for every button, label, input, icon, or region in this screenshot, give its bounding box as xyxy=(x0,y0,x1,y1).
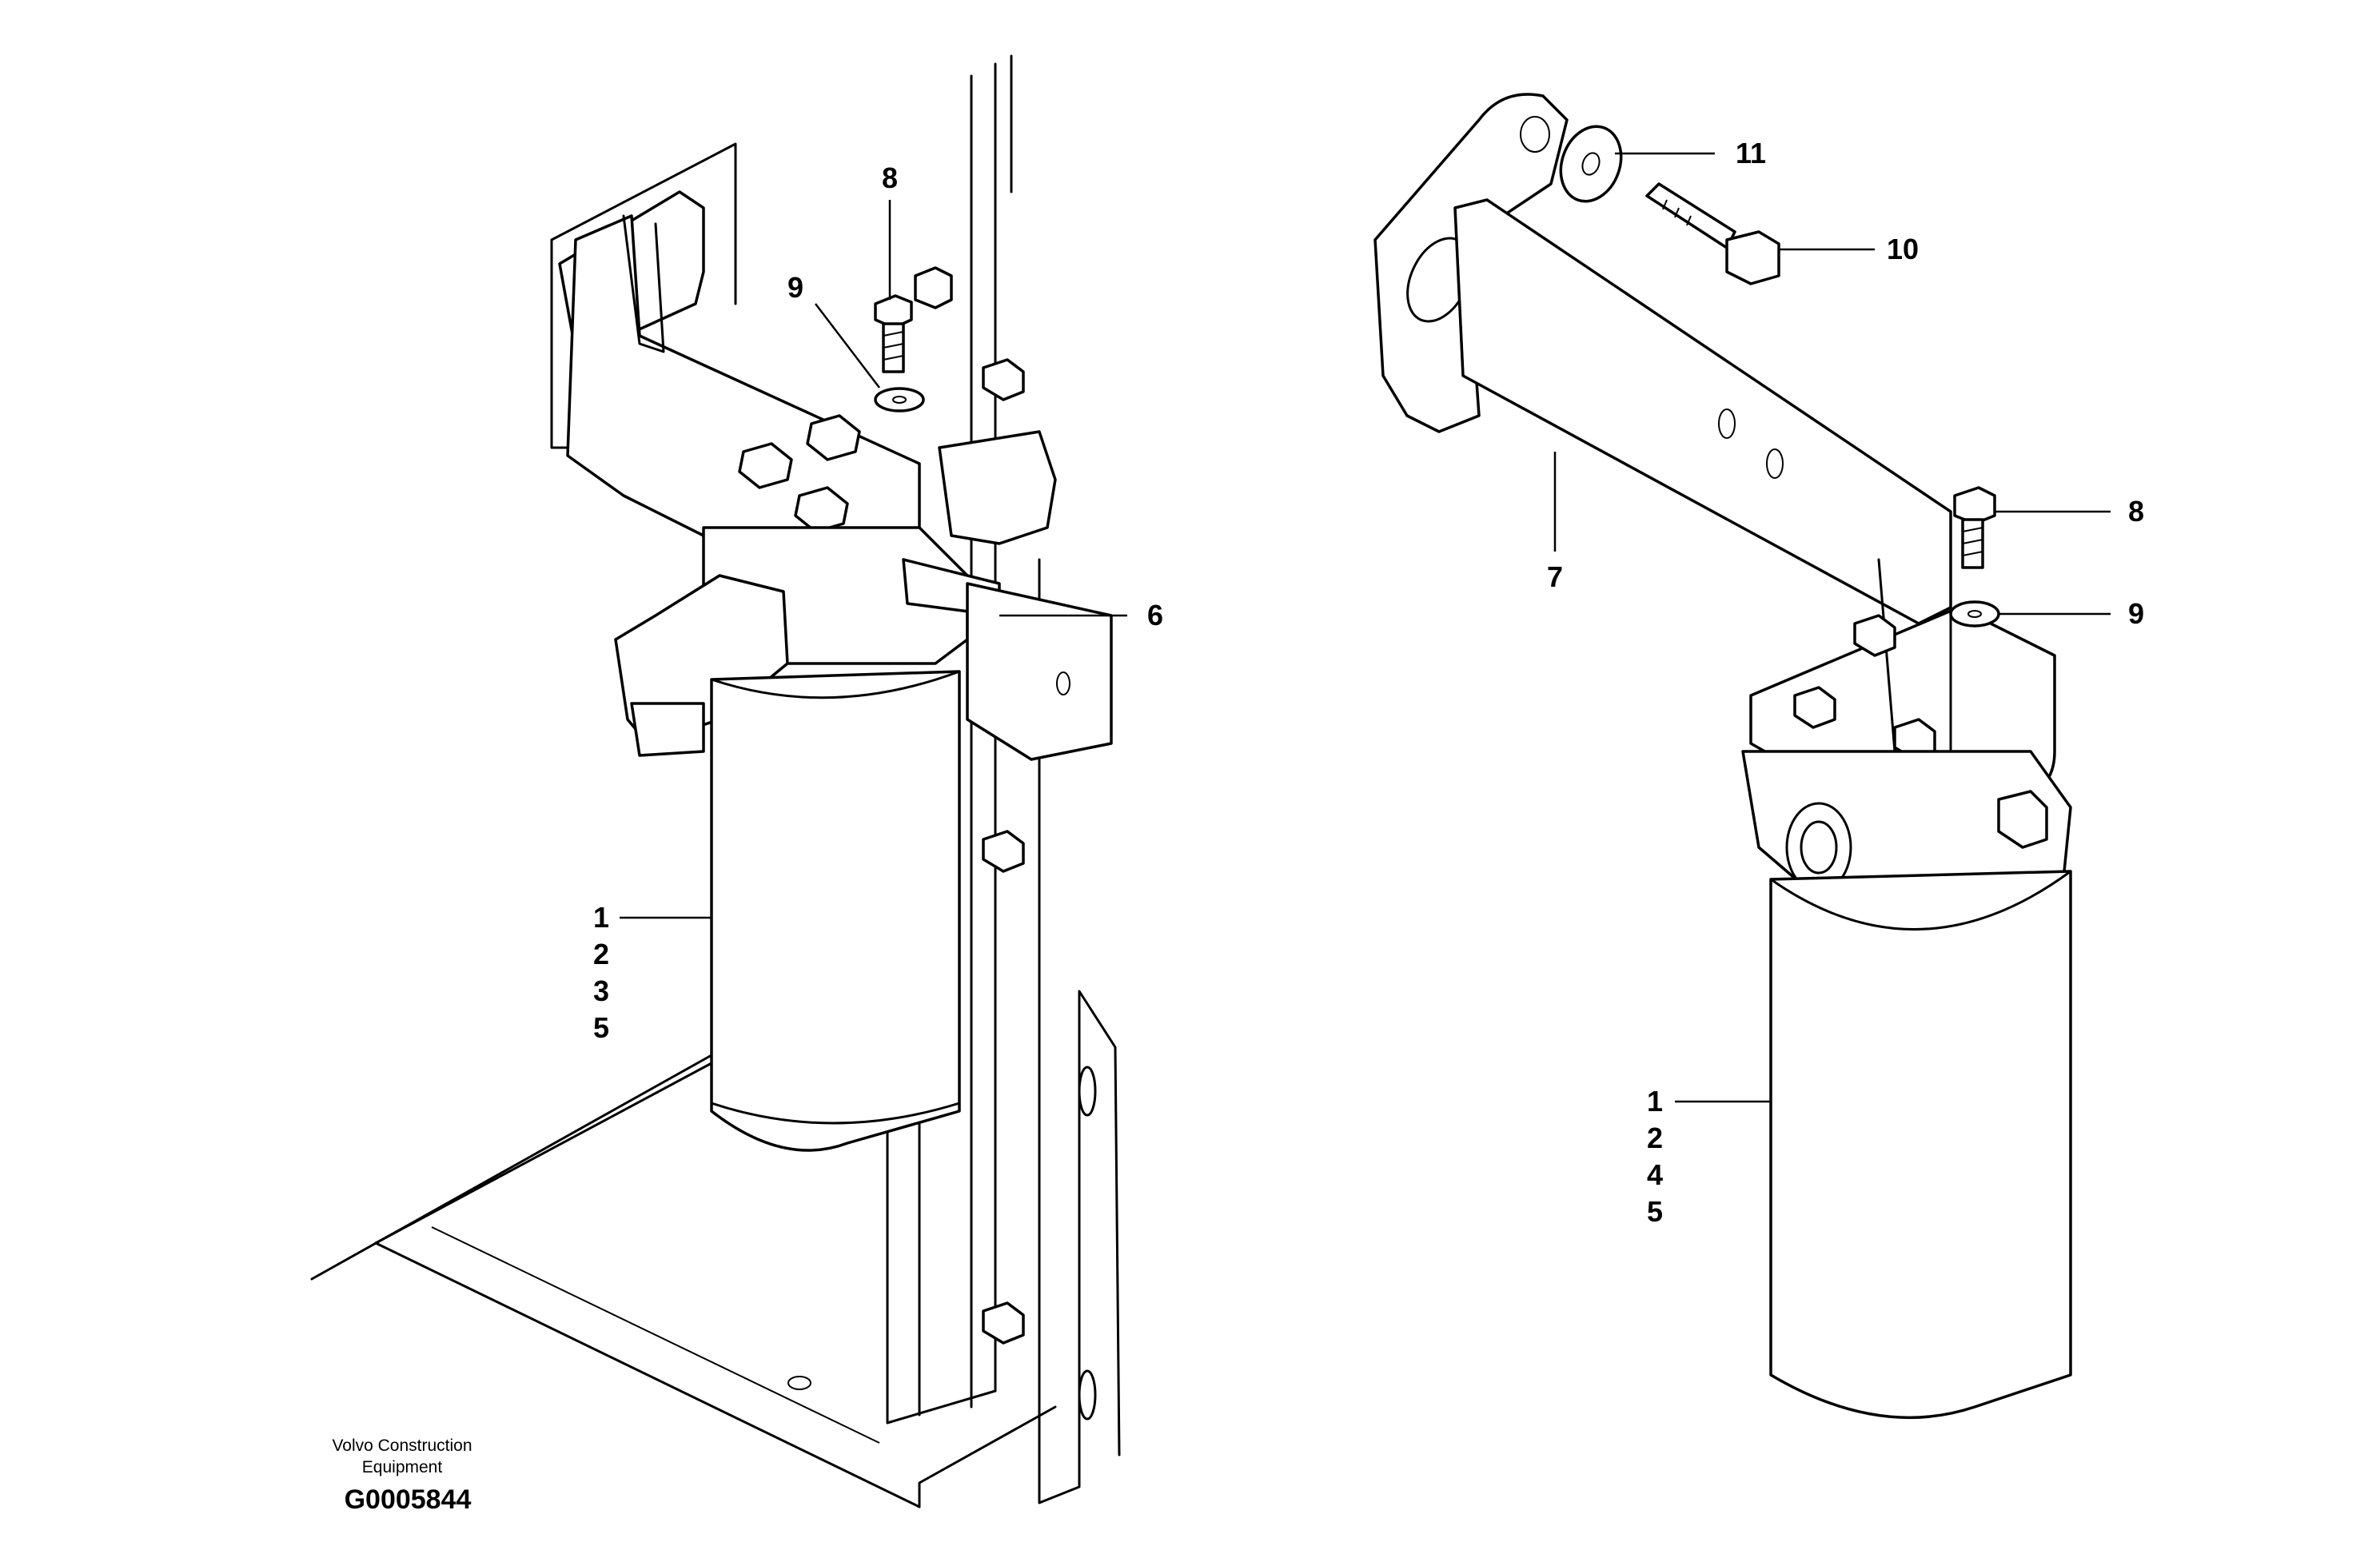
right-bolt-8 xyxy=(1953,486,1996,569)
callout-left-5: 5 xyxy=(593,1011,609,1044)
callout-right-11: 11 xyxy=(1736,137,1766,169)
callout-left-3: 3 xyxy=(593,974,609,1007)
leader-left-9 xyxy=(815,303,880,389)
credit-block: Volvo Construction Equipment G0005844 xyxy=(332,1436,472,1515)
left-wall-nuts xyxy=(982,358,1025,1345)
left-side-mount xyxy=(966,582,1113,761)
callout-left-8: 8 xyxy=(882,161,898,194)
left-assembly xyxy=(310,54,1121,1508)
credit-company-line2: Equipment xyxy=(362,1458,443,1476)
right-bolt-10 xyxy=(1645,182,1780,285)
right-filter-head xyxy=(1741,750,2072,913)
callout-right-7: 7 xyxy=(1547,560,1563,593)
right-filter-canister xyxy=(1769,870,2072,1420)
callout-right-4: 4 xyxy=(1647,1158,1663,1191)
callout-right-5: 5 xyxy=(1647,1195,1663,1228)
callout-left-1: 1 xyxy=(593,901,609,934)
left-base-plate xyxy=(310,1054,1057,1508)
left-bracket-bolts xyxy=(738,414,861,533)
left-nut-top xyxy=(914,266,953,309)
callout-right-9: 9 xyxy=(2128,597,2144,630)
left-elbow-fitting xyxy=(614,574,789,757)
callout-right-8: 8 xyxy=(2128,495,2144,528)
right-washer-9 xyxy=(1949,600,2000,628)
drawing-id: G0005844 xyxy=(345,1484,472,1515)
left-filter-canister xyxy=(710,670,961,1152)
callout-labels: 8 9 6 1 2 3 5 11 10 7 8 9 1 2 4 5 xyxy=(593,137,2144,1228)
credit-company-line1: Volvo Construction xyxy=(332,1436,472,1455)
left-bracket xyxy=(566,214,921,577)
callout-left-9: 9 xyxy=(787,271,803,304)
right-bracket-7 xyxy=(1373,93,1952,625)
leader-lines xyxy=(620,152,2111,1103)
left-washer-9 xyxy=(874,387,925,412)
callout-right-10: 10 xyxy=(1887,233,1919,265)
left-wall-panel xyxy=(886,54,1121,1504)
callout-right-1: 1 xyxy=(1647,1085,1663,1118)
callout-right-2: 2 xyxy=(1647,1122,1663,1154)
right-washer-11 xyxy=(1559,125,1623,203)
callout-left-6: 6 xyxy=(1147,599,1163,632)
right-flange-bolts xyxy=(1793,614,1936,761)
right-assembly xyxy=(1373,93,2072,1420)
left-bolt-8 xyxy=(874,294,913,373)
callout-left-2: 2 xyxy=(593,938,609,970)
